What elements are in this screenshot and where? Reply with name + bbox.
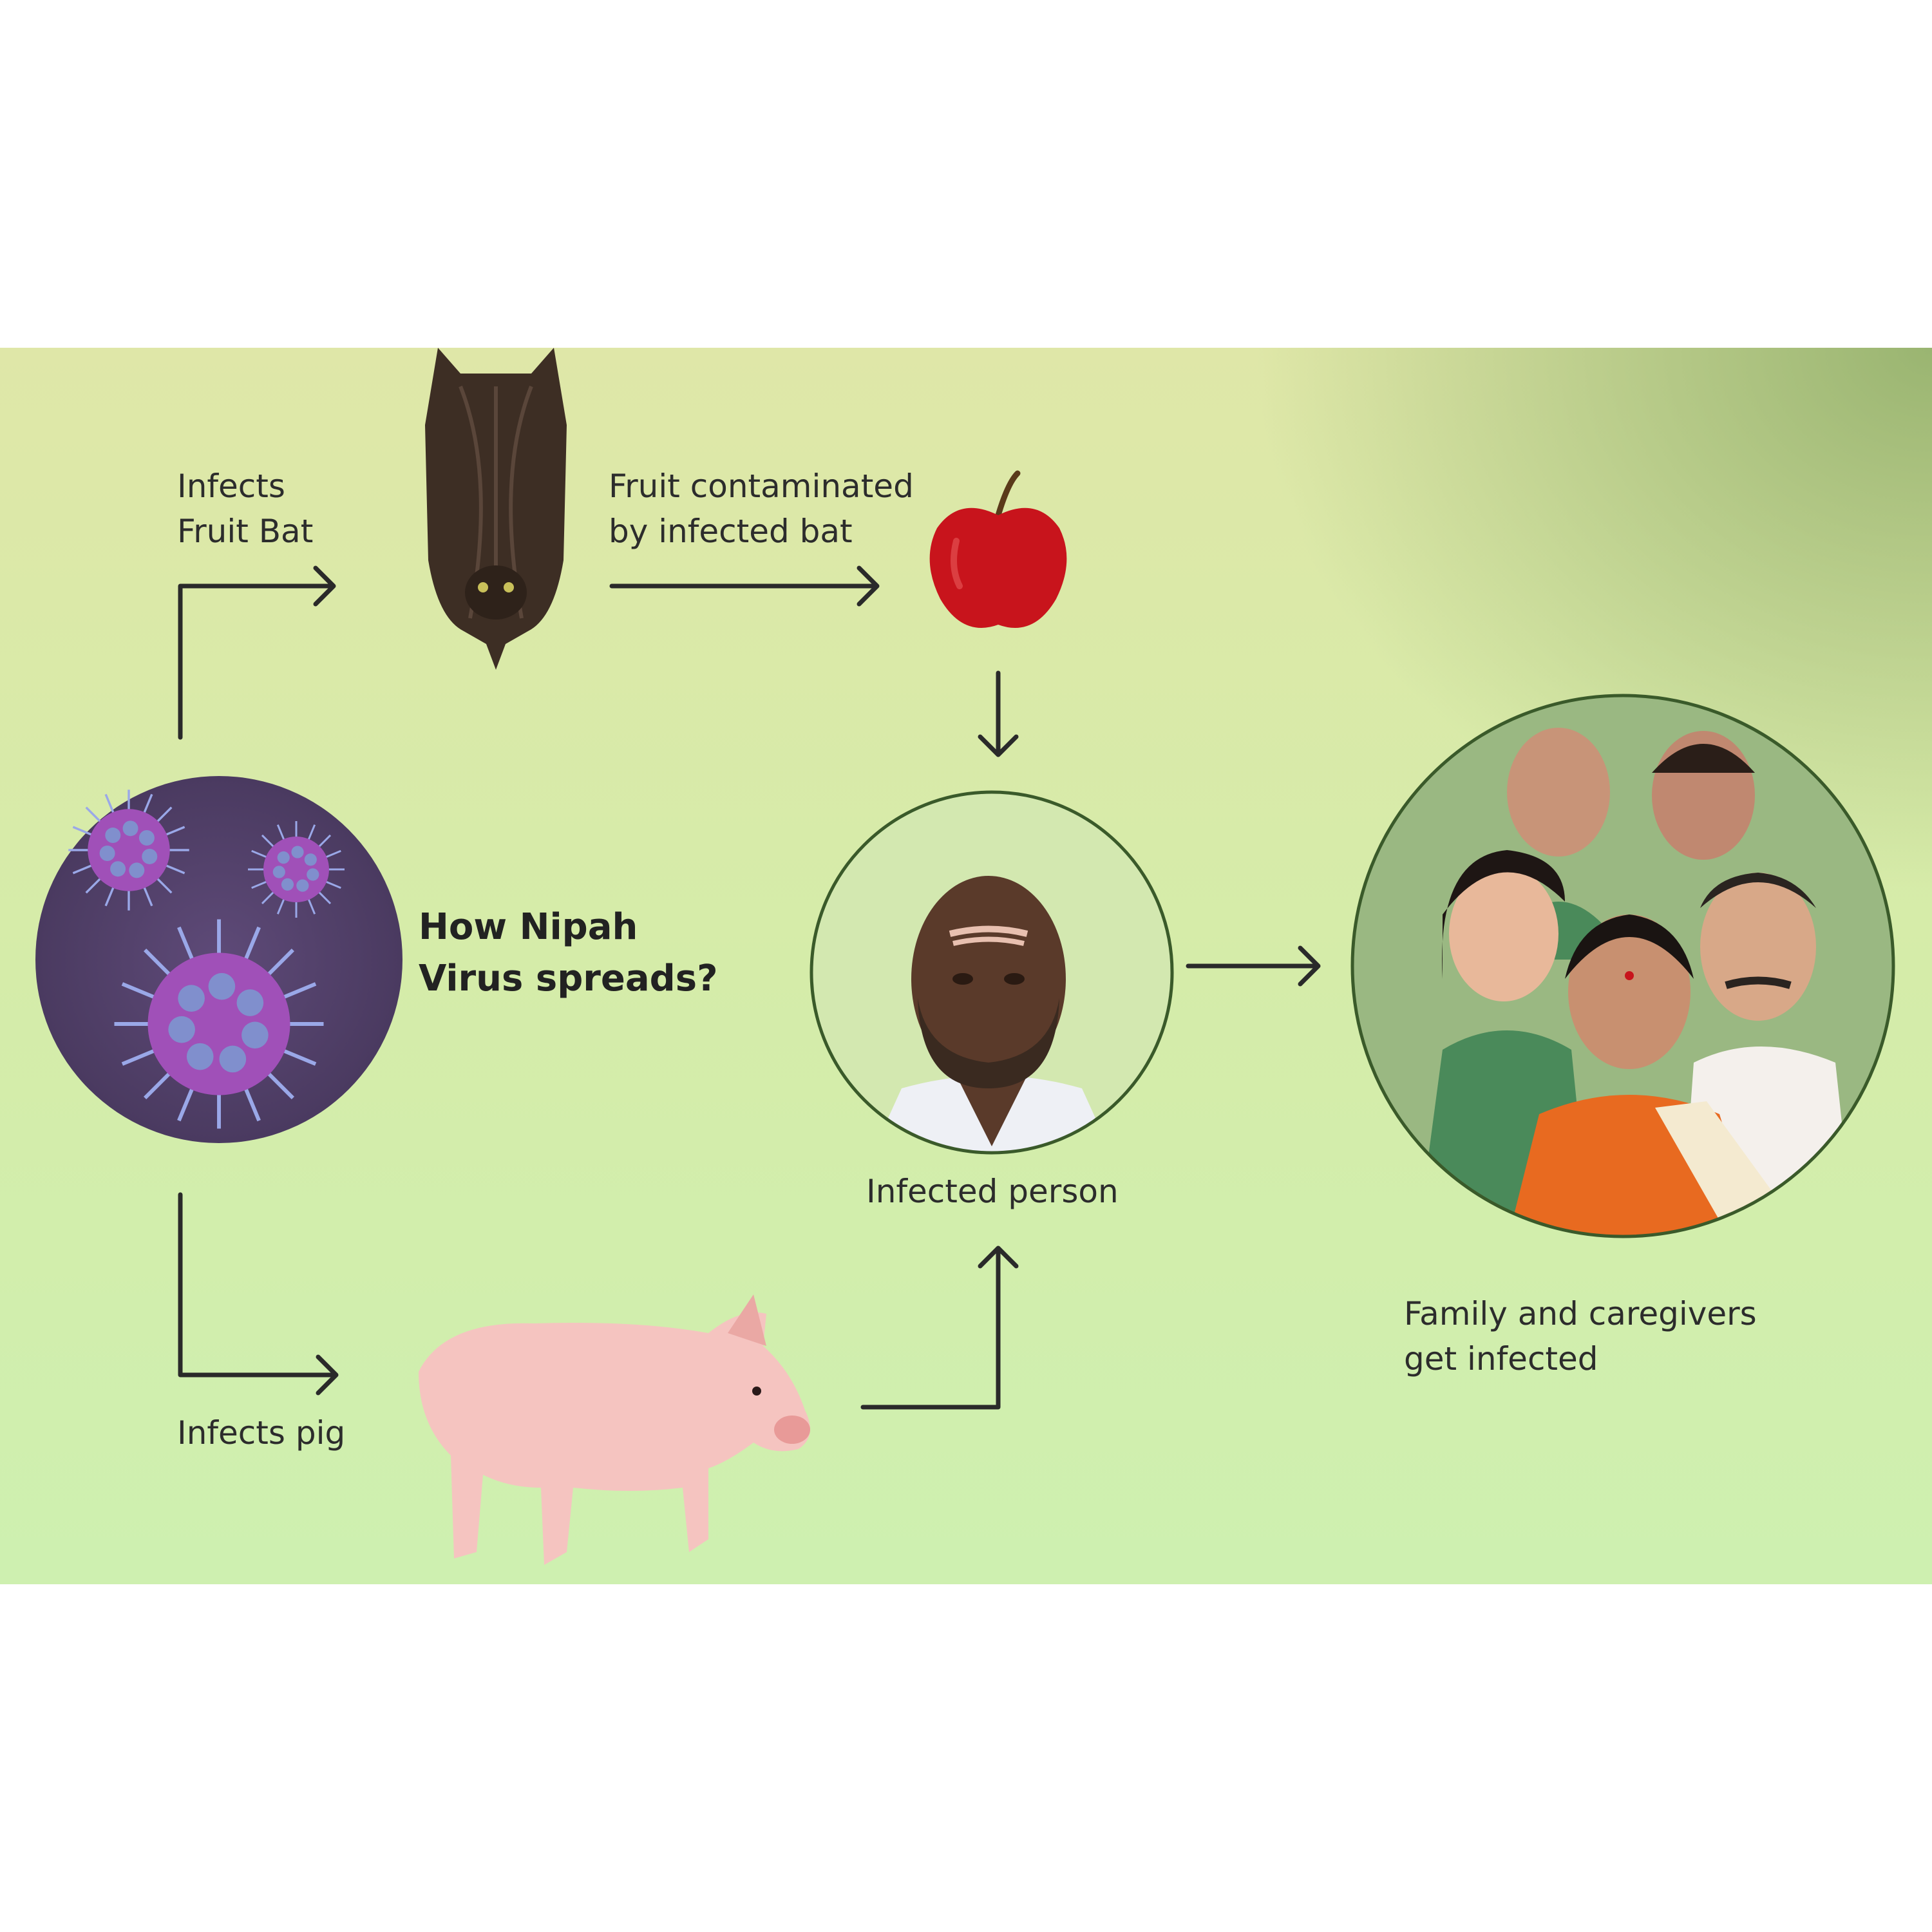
flow-arrows	[178, 565, 1321, 1410]
diagram-panel: How Nipah Virus spreads?	[0, 348, 1932, 1584]
label-fruit-contaminated: Fruit contaminated by infected bat	[609, 468, 914, 550]
virus-icon	[35, 776, 402, 1143]
label-family: Family and caregivers get infected	[1404, 1295, 1757, 1378]
family-icon	[1350, 694, 1895, 1238]
bat-icon	[425, 348, 567, 670]
arrow-virus-to-bat	[178, 583, 334, 740]
person-icon	[810, 790, 1174, 1155]
label-infects-pig: Infects pig	[177, 1414, 346, 1452]
diagram-title: How Nipah Virus spreads?	[419, 906, 718, 999]
arrow-pig-to-person	[860, 1247, 1001, 1410]
apple-icon	[929, 470, 1067, 628]
arrow-virus-to-pig	[178, 1192, 337, 1378]
pig-icon	[419, 1294, 810, 1565]
label-infected-person: Infected person	[866, 1173, 1119, 1210]
label-infects-bat: Infects Fruit Bat	[177, 468, 314, 550]
